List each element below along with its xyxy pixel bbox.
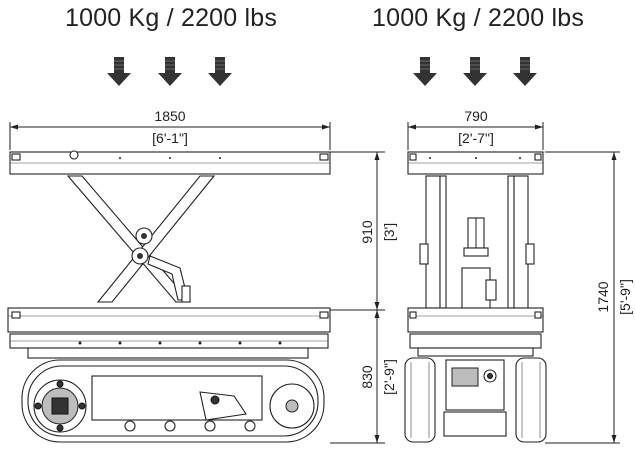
total-height-mm-label: 1740 <box>595 281 611 312</box>
down-arrow-icon <box>157 56 183 87</box>
front-view-machine <box>404 151 547 443</box>
hydraulic-cylinder <box>461 217 497 309</box>
control-box <box>443 359 507 437</box>
lift-height-mm-label: 910 <box>359 220 375 244</box>
load-arrows-side <box>106 56 233 87</box>
load-capacity-label-side: 1000 Kg / 2200 lbs <box>65 4 278 32</box>
down-arrow-icon <box>106 56 132 87</box>
width-mm-label: 790 <box>464 108 488 124</box>
side-view-machine <box>7 150 331 443</box>
down-arrow-icon <box>207 56 233 87</box>
dimension-total-height: 1740 [5'-9"] <box>545 151 633 444</box>
dimension-width-front: 790 [2'-7"] <box>407 108 544 150</box>
scissor-arms <box>66 175 216 303</box>
load-capacity-label-front: 1000 Kg / 2200 lbs <box>372 4 585 32</box>
base-height-ft-label: [2'-9"] <box>381 359 397 395</box>
down-arrow-icon <box>462 56 488 87</box>
lift-height-ft-label: [3'] <box>381 223 397 241</box>
lower-platform-front <box>407 307 544 333</box>
right-track-front <box>515 357 547 443</box>
length-ft-label: [6'-1"] <box>152 130 188 146</box>
lower-platform <box>7 307 331 333</box>
crawler-track <box>21 359 325 443</box>
width-ft-label: [2'-7"] <box>458 130 494 146</box>
dimension-lift-height: 910 [3'] 830 [2'-9"] <box>330 151 397 444</box>
total-height-ft-label: [5'-9"] <box>617 279 633 315</box>
load-arrows-front <box>412 56 538 87</box>
base-height-mm-label: 830 <box>359 365 375 389</box>
length-mm-label: 1850 <box>154 108 185 124</box>
left-track-front <box>404 357 436 443</box>
dimension-length-side: 1850 [6'-1"] <box>9 108 331 150</box>
down-arrow-icon <box>412 56 438 87</box>
down-arrow-icon <box>512 56 538 87</box>
